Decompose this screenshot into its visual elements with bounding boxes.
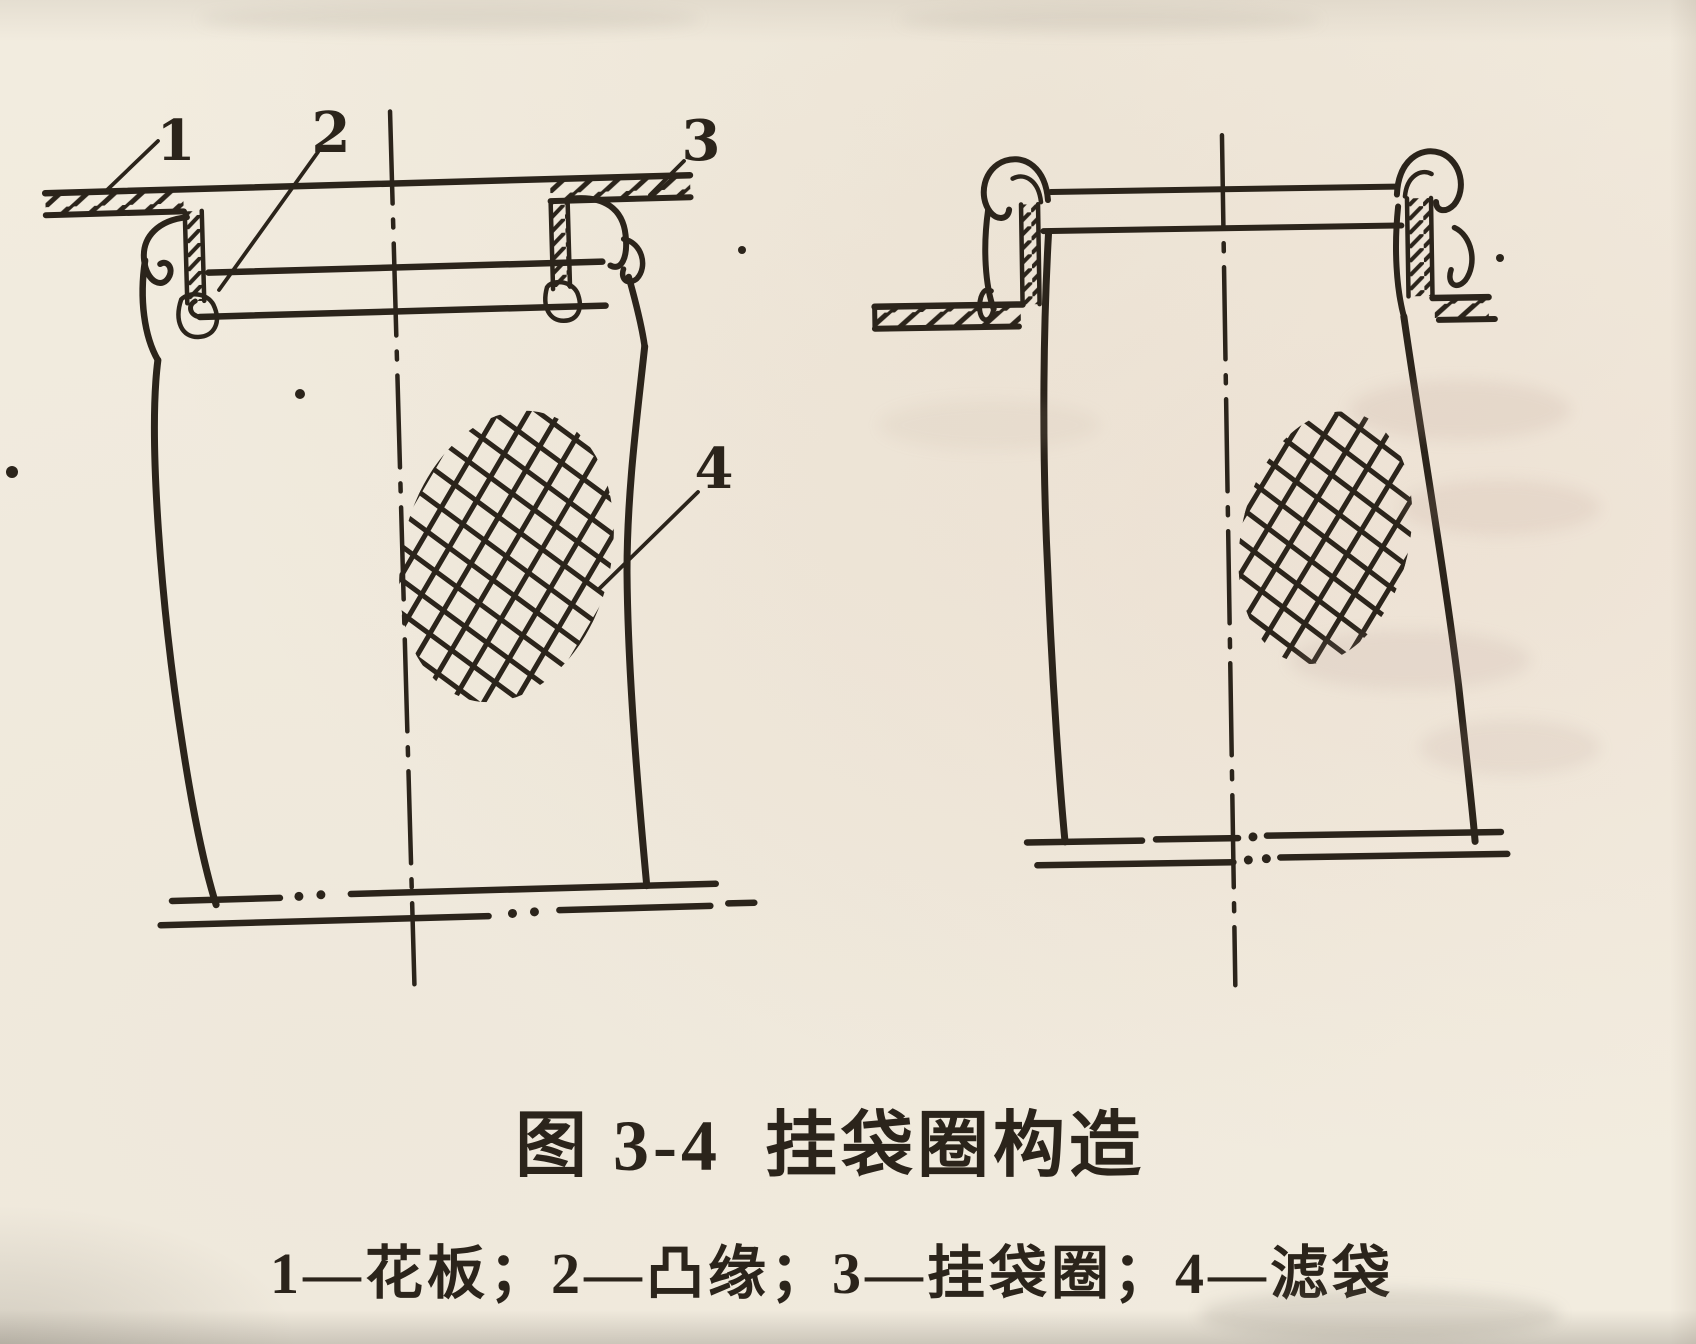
fabric-crosshatch [1214, 394, 1437, 682]
tube-sheet-plate [871, 293, 1498, 332]
scan-shadow-corner [0, 1204, 300, 1344]
left-section-view [41, 109, 758, 987]
leader-line-3 [648, 159, 686, 197]
flange-left [176, 292, 220, 340]
fabric-crosshatch [368, 387, 645, 726]
centerline [1219, 133, 1238, 988]
figure-caption-legend: 1—花板；2—凸缘；3—挂袋圈；4—滤袋 [269, 1241, 1394, 1306]
leader-line-1 [105, 139, 160, 192]
right-section-view [871, 133, 1511, 988]
filter-bag-walls [151, 343, 651, 909]
flange-right [543, 279, 583, 324]
break-lines [157, 880, 758, 929]
callout-1: 1 [157, 108, 196, 174]
ink-specks [6, 246, 1504, 478]
hanging-ring-band [188, 258, 609, 321]
scan-shadow-top [0, 0, 1696, 42]
centerline [387, 109, 417, 987]
fabric-curl-left [139, 214, 190, 364]
filter-bag-walls [1040, 230, 1479, 846]
fabric-curl-right [1393, 148, 1475, 320]
callout-3: 3 [682, 108, 721, 174]
fabric-curl-right [569, 195, 648, 350]
callout-4: 4 [695, 436, 734, 502]
scan-shadow-bottom [0, 1310, 1696, 1344]
hole-collar-left [1018, 201, 1042, 307]
callout-2: 2 [312, 100, 351, 166]
figure-caption-title: 图 3-4 挂袋圈构造 [515, 1106, 1145, 1186]
break-lines [1023, 828, 1511, 869]
leader-line-4 [597, 490, 700, 591]
leader-line-2 [217, 150, 320, 292]
hole-collar-left [176, 208, 220, 340]
tube-sheet-plate [41, 171, 694, 219]
callout-layer: 1 2 3 4 [105, 100, 734, 591]
scan-shadow-right [1670, 0, 1696, 1344]
hole-collar-right [1404, 195, 1435, 299]
